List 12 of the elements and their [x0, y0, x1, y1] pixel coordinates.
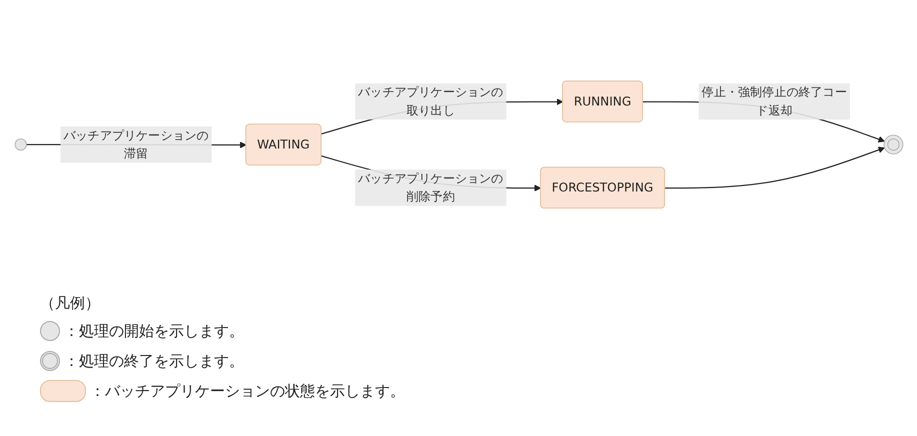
edge-label: 停止・強制停止の終了コード返却: [701, 85, 846, 118]
edge-label: バッチアプリケーションの取り出し: [358, 85, 503, 118]
legend-heading: （凡例）: [40, 293, 101, 314]
legend-text: ：処理の終了を示します。: [64, 352, 244, 370]
edge-label: バッチアプリケーションの滞留: [63, 128, 208, 161]
legend-text: ：バッチアプリケーションの状態を示します。: [90, 382, 405, 400]
legend-text: ：処理の開始を示します。: [64, 322, 244, 340]
edge-label: バッチアプリケーションの削除予約: [358, 171, 503, 204]
node-circle: [14, 138, 26, 152]
arrow: [664, 147, 884, 190]
state-diagram: バッチアプリケーションの滞留 バッチアプリケーションの取り出し バッチアプリケーションの削除予約 停止・強制停止の終了コード返却 WAITING RUNNING FORCESTOPPING: [8, 75, 908, 215]
node-doublecircle: [883, 135, 903, 155]
